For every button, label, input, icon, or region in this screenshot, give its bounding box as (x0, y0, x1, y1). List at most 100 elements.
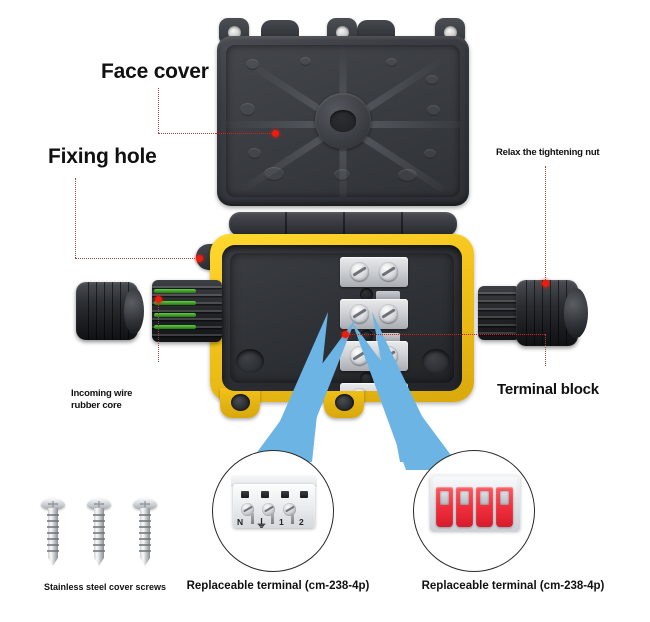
terminal-prong (291, 513, 294, 524)
terminal-screw (379, 304, 398, 323)
terminal-screw (379, 262, 398, 281)
rubber-core-seal (154, 289, 196, 293)
marker-incoming-wire (155, 296, 162, 303)
cover-screw (86, 498, 112, 570)
rubber-core-seal (154, 301, 196, 305)
terminal-prong (271, 513, 274, 524)
cover-center-boss (315, 93, 371, 149)
lever-window (500, 491, 509, 505)
marker-relax-nut (542, 280, 549, 287)
terminal-row (340, 257, 408, 287)
caption-screws: Stainless steel cover screws (43, 582, 167, 592)
cavity-boss-hole (422, 349, 450, 373)
leader-relax-nut-v (545, 166, 546, 282)
terminal-row (340, 299, 408, 329)
label-face-cover: Face cover (101, 60, 209, 83)
terminal-screw (350, 388, 369, 391)
cover-rib-field (226, 45, 460, 197)
rubber-core-seal (154, 325, 196, 329)
terminal-screw (379, 388, 398, 391)
terminal-gap (340, 287, 408, 301)
terminal-screw (350, 304, 369, 323)
leader-terminal-block-v (545, 334, 546, 366)
marker-fixing-hole (196, 255, 203, 262)
screw-terminal-inset: N ⏚ 1 2 (212, 450, 334, 572)
gland-body (478, 286, 520, 340)
pole-mark-earth: ⏚ (256, 518, 267, 530)
lever-window (480, 491, 489, 505)
terminal-screw (241, 503, 254, 516)
terminal-slot (241, 491, 249, 498)
box-cavity (222, 245, 462, 391)
lever-terminal-photo (414, 451, 534, 571)
hinge-barrel (229, 212, 457, 236)
cover-pad (398, 169, 417, 182)
terminal-screw (379, 346, 398, 365)
lever-terminal-inset (413, 450, 535, 572)
leader-terminal-block-h (349, 334, 545, 335)
terminal-slot (281, 491, 289, 498)
label-terminal-block: Terminal block (497, 381, 599, 398)
label-relax-nut: Relax the tightening nut (496, 147, 600, 158)
lever-window (460, 491, 469, 505)
leader-fixing-hole-h (75, 258, 197, 259)
leader-fixing-hole-v (75, 178, 76, 258)
cover-pad (427, 105, 440, 116)
caption-right-terminal: Replaceable terminal (cm-238-4p) (421, 580, 605, 592)
base-mount-foot (324, 388, 364, 418)
cover-screws-group (40, 498, 170, 574)
leader-face-cover-v (158, 88, 159, 133)
box-base-part (196, 228, 496, 418)
hinge-seam (285, 212, 287, 236)
caption-left-terminal: Replaceable terminal (cm-238-4p) (186, 580, 370, 592)
rubber-core-seal (154, 313, 196, 317)
cover-screw (132, 498, 158, 570)
label-incoming-wire: Incoming wire rubber core (71, 388, 133, 411)
cover-pad (424, 149, 436, 159)
gland-end-cap (564, 288, 588, 338)
cover-rib (343, 121, 460, 128)
label-fixing-hole: Fixing hole (48, 145, 157, 168)
gland-nut-face (124, 288, 144, 334)
terminal-screw (262, 503, 275, 516)
leader-face-cover-h (158, 133, 216, 134)
pole-mark-n: N (237, 517, 244, 527)
face-cover-part (205, 14, 480, 236)
left-cable-gland (72, 276, 222, 360)
cover-center-vent (330, 110, 356, 132)
hinge-seam (401, 212, 403, 236)
cover-shell (217, 36, 469, 206)
lever-window (440, 491, 449, 505)
cover-pad (334, 169, 350, 181)
terminal-screw (350, 346, 369, 365)
leader-incoming-wire-v (158, 300, 159, 362)
pole-mark-2: 2 (299, 517, 304, 527)
screw-terminal-photo: N ⏚ 1 2 (213, 451, 333, 571)
cover-pad (246, 59, 259, 70)
cover-knob (357, 20, 395, 40)
cover-pad (240, 103, 255, 116)
leader-face-cover-h2 (216, 133, 276, 134)
terminal-screw (283, 503, 296, 516)
cover-pad (248, 148, 261, 159)
cover-pad (386, 58, 397, 67)
terminal-screw (350, 262, 369, 281)
base-mount-foot (220, 388, 260, 418)
terminal-slot (261, 491, 269, 498)
cover-pad (426, 75, 438, 85)
right-cable-gland (478, 274, 618, 358)
cover-pad (264, 167, 284, 181)
terminal-slot (300, 491, 308, 498)
terminal-row (340, 383, 408, 391)
cavity-boss-hole (236, 349, 264, 373)
terminal-row (340, 341, 408, 371)
cover-screw (40, 498, 66, 570)
marker-face-cover (272, 130, 279, 137)
terminal-block-part (340, 257, 408, 391)
hinge-seam (343, 212, 345, 236)
marker-terminal-block (342, 331, 349, 338)
pole-mark-1: 1 (279, 517, 284, 527)
cover-knob (261, 20, 299, 40)
cover-pad (300, 57, 311, 66)
